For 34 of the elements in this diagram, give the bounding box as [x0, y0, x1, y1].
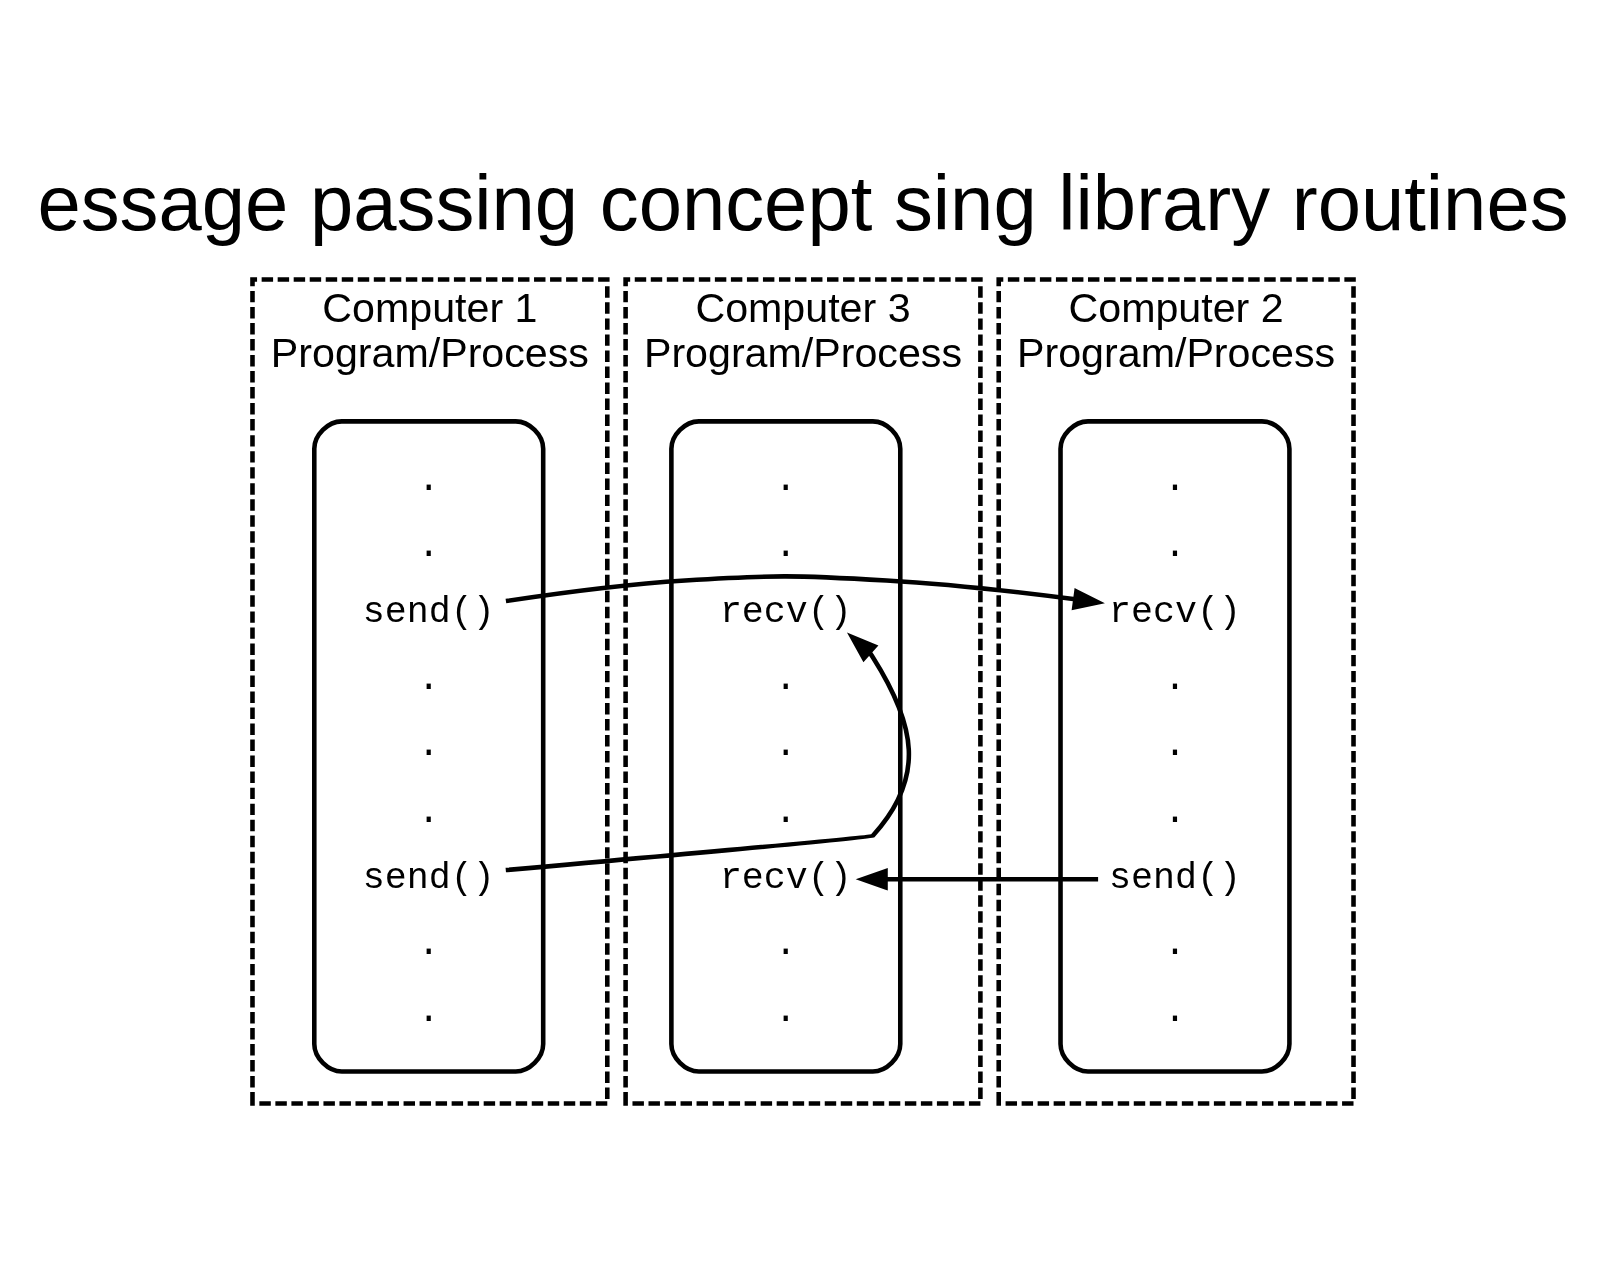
node-text: .	[417, 990, 440, 1032]
cluster	[312, 418, 546, 1074]
node-text: recv()	[1109, 591, 1241, 633]
node-text: .	[774, 658, 797, 700]
node-text: .	[417, 724, 440, 766]
node-text: .	[774, 525, 797, 567]
arrow	[505, 573, 1105, 610]
node-text: .	[774, 459, 797, 501]
node-text: .	[1163, 791, 1186, 833]
node-text: .	[417, 791, 440, 833]
node-text: .	[774, 990, 797, 1032]
node-text: .	[1163, 459, 1186, 501]
node-text: .	[1163, 923, 1186, 965]
node-text: .	[774, 724, 797, 766]
arrow	[505, 631, 911, 872]
node-text: .	[1163, 525, 1186, 567]
node-text: send()	[362, 857, 495, 899]
node-text: recv()	[719, 591, 852, 633]
cluster	[1058, 418, 1292, 1074]
node-text: .	[774, 791, 797, 833]
node-text: recv()	[719, 857, 852, 899]
node-text: .	[417, 459, 440, 501]
node-text: .	[774, 923, 797, 965]
node-text: .	[417, 923, 440, 965]
node-text: send()	[362, 591, 495, 633]
diagram-title: essage passing concept sing library routines	[37, 159, 1569, 246]
node-text: .	[1163, 658, 1186, 700]
node-text: .	[417, 658, 440, 700]
node-text: .	[1163, 990, 1186, 1032]
node-text: .	[417, 525, 440, 567]
node-text: .	[1163, 724, 1186, 766]
cluster	[669, 418, 903, 1074]
node-text: send()	[1109, 857, 1241, 899]
arrow	[855, 867, 1099, 890]
